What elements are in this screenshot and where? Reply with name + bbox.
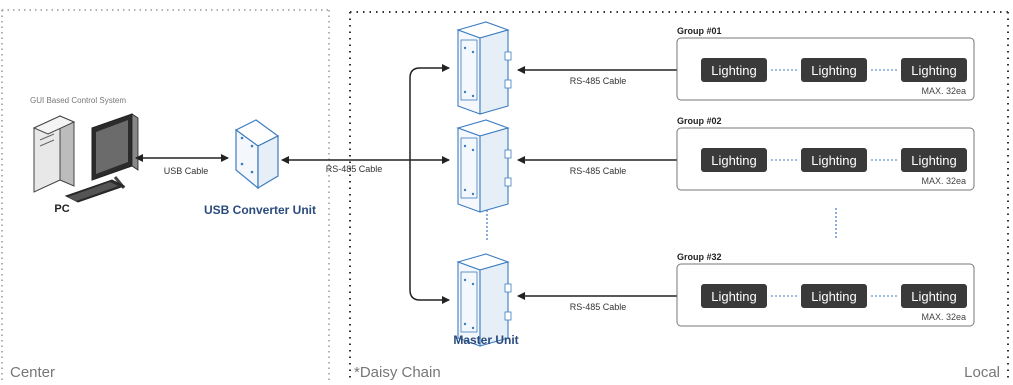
usb-converter-label: USB Converter Unit [204, 203, 316, 217]
master-unit-label: Master Unit [453, 333, 518, 347]
lighting-label: Lighting [811, 289, 857, 304]
center-region-label: Center [10, 364, 55, 381]
lighting-module [701, 58, 767, 82]
lighting-module [701, 284, 767, 308]
group-max-label: MAX. 32ea [921, 86, 966, 96]
daisy-chain-label: *Daisy Chain [354, 364, 441, 381]
lighting-module [801, 284, 867, 308]
group-title: Group #02 [677, 116, 722, 126]
group-rs485-label: RS-485 Cable [570, 166, 627, 176]
lighting-module [901, 148, 967, 172]
lighting-module [801, 58, 867, 82]
converter-box-icon [234, 119, 280, 190]
group-rs485-label: RS-485 Cable [570, 76, 627, 86]
lighting-module [901, 58, 967, 82]
lighting-label: Lighting [811, 63, 857, 78]
lighting-module [701, 148, 767, 172]
master-unit-2 [456, 119, 512, 213]
lighting-label: Lighting [911, 63, 957, 78]
usb-cable-label: USB Cable [164, 166, 209, 176]
lighting-label: Lighting [811, 153, 857, 168]
group-title: Group #32 [677, 252, 722, 262]
lighting-module [801, 148, 867, 172]
lighting-label: Lighting [911, 153, 957, 168]
master-unit-3 [456, 253, 512, 347]
lighting-label: Lighting [711, 63, 757, 78]
trunk-rs485-label: RS-485 Cable [326, 164, 383, 174]
group-title: Group #01 [677, 26, 722, 36]
lighting-label: Lighting [711, 153, 757, 168]
daisy-chain-bus [409, 64, 450, 304]
lighting-module [901, 284, 967, 308]
pc-label: PC [54, 203, 69, 215]
center-region-border [1, 9, 330, 380]
lighting-label: Lighting [711, 289, 757, 304]
group-max-label: MAX. 32ea [921, 312, 966, 322]
local-region-border [349, 11, 1010, 380]
desktop-computer-icon [32, 113, 139, 203]
group-max-label: MAX. 32ea [921, 176, 966, 186]
group-rs485-label: RS-485 Cable [570, 302, 627, 312]
pc-caption: GUI Based Control System [30, 96, 126, 105]
local-region-label: Local [964, 364, 1000, 381]
lighting-label: Lighting [911, 289, 957, 304]
master-unit-1 [456, 21, 512, 115]
